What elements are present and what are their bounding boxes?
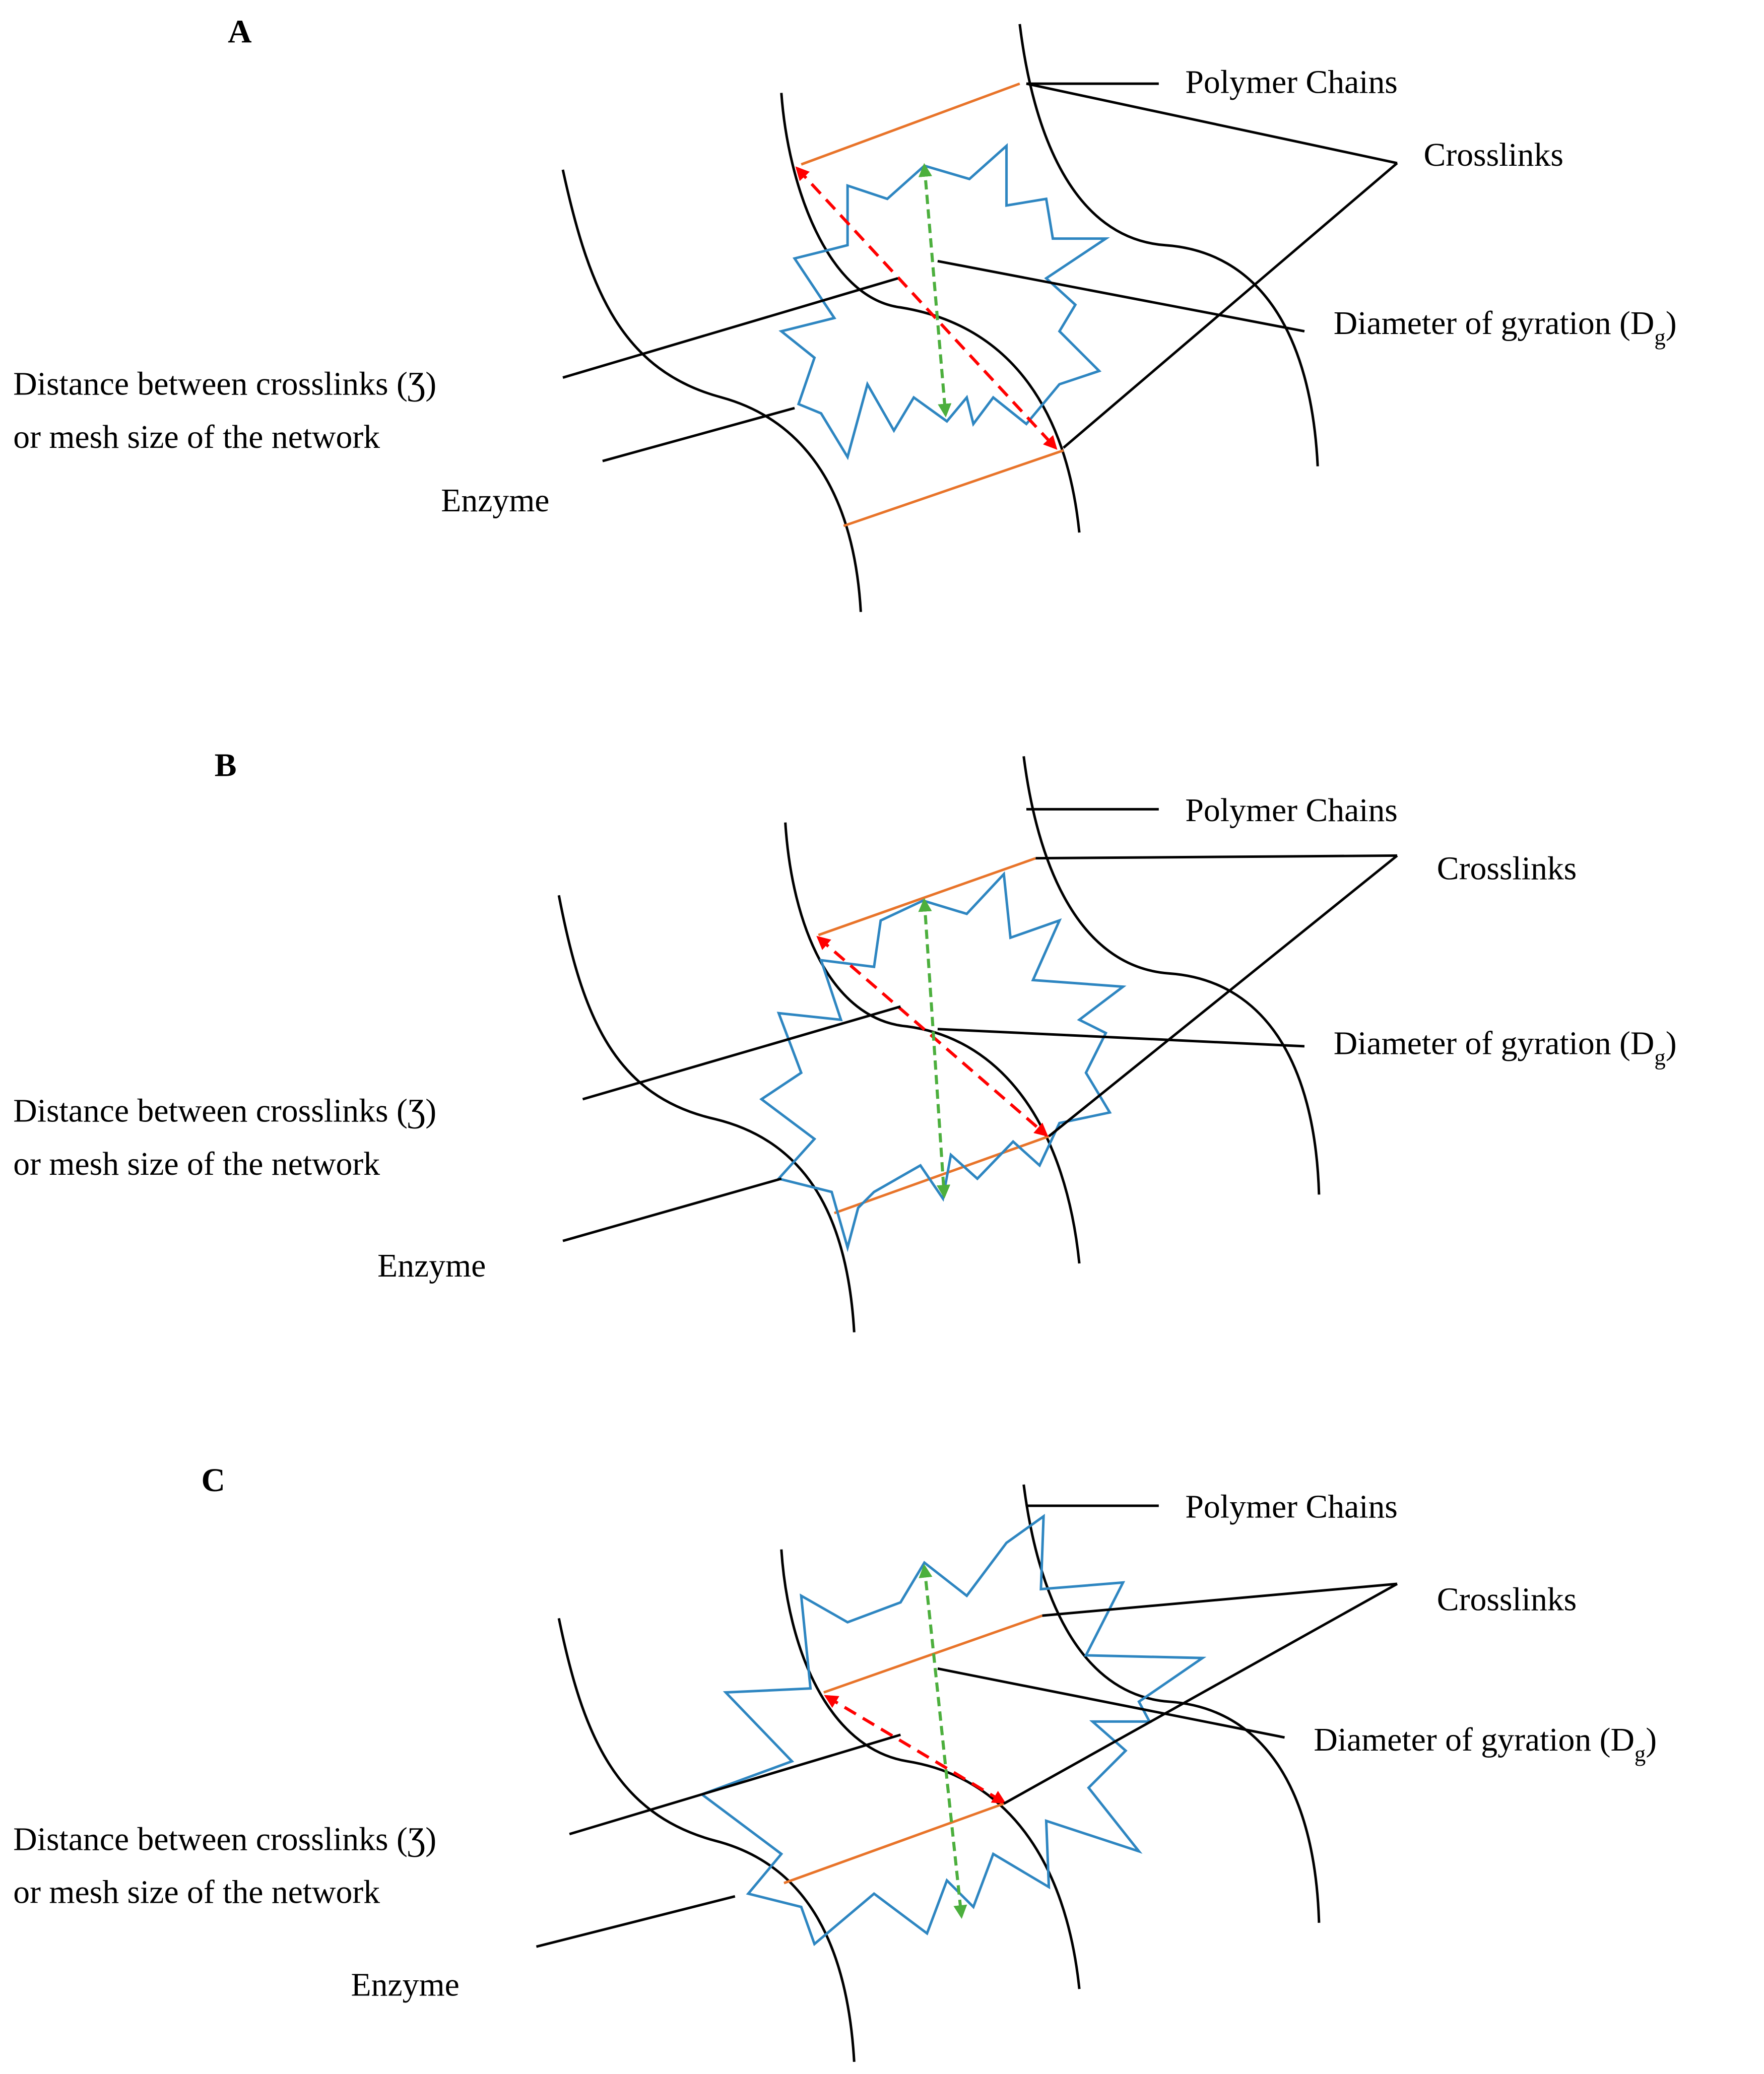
label-distance-line1: Distance between crosslinks (Ʒ) [13, 366, 436, 403]
polymer-chain-left [557, 895, 856, 1332]
panel-letter: C [202, 1462, 225, 1499]
crosslink-top [801, 82, 1020, 166]
crosslink-bottom [783, 1802, 1005, 1885]
label-diameter-subscript: g [1654, 324, 1665, 350]
label-diameter-main: Diameter of gyration (D [1314, 1721, 1635, 1758]
gyration-diameter-arrow [918, 163, 952, 418]
label-crosslinks: Crosslinks [1437, 1581, 1577, 1618]
label-diameter: Diameter of gyration (Dg) [1314, 1721, 1657, 1766]
leader-crosslink-top [1035, 854, 1397, 860]
polymer-chain-right [1022, 1484, 1321, 1923]
leader-enzyme [536, 1895, 736, 1948]
leader-crosslink-top [1026, 82, 1398, 165]
label-diameter-close: ) [1666, 1025, 1677, 1062]
label-diameter: Diameter of gyration (Dg) [1334, 305, 1677, 350]
label-diameter-close: ) [1646, 1721, 1657, 1758]
leader-distance [562, 277, 898, 379]
gyration-diameter-arrow [919, 1564, 967, 1919]
polymer-chain-middle [784, 822, 1081, 1264]
leader-crosslink-top [1042, 1582, 1398, 1617]
label-crosslinks: Crosslinks [1424, 137, 1563, 173]
label-crosslinks: Crosslinks [1437, 850, 1577, 887]
leader-lines [536, 1504, 1398, 1948]
label-polymer-chains: Polymer Chains [1185, 792, 1397, 829]
leader-diameter [937, 259, 1305, 333]
label-diameter-subscript: g [1635, 1741, 1646, 1766]
crosslink-bottom [843, 449, 1064, 527]
polymer-chains [557, 756, 1321, 1332]
leader-lines [562, 82, 1398, 462]
label-diameter-main: Diameter of gyration (D [1334, 305, 1655, 342]
leader-crosslink-bottom [1062, 162, 1398, 449]
panel-letter: A [228, 14, 251, 50]
label-distance-line1: Distance between crosslinks (Ʒ) [13, 1821, 436, 1857]
panel-b: B Polymer Chains Crosslinks Diameter of … [13, 747, 1677, 1332]
label-distance-line2: or mesh size of the network [13, 1874, 380, 1910]
label-diameter-main: Diameter of gyration (D [1334, 1025, 1655, 1062]
leader-lines [562, 808, 1398, 1242]
gyration-diameter-arrow [918, 898, 951, 1199]
label-enzyme: Enzyme [377, 1247, 486, 1284]
label-enzyme: Enzyme [351, 1966, 460, 2003]
leader-distance [569, 1733, 901, 1836]
panel-letter: B [215, 747, 237, 784]
leader-enzyme [602, 407, 795, 462]
polymer-chains [557, 1484, 1321, 2062]
label-diameter-close: ) [1666, 305, 1677, 342]
polymer-chain-right [1018, 24, 1319, 466]
label-polymer-chains: Polymer Chains [1185, 1489, 1397, 1525]
leader-crosslink-bottom [1003, 1582, 1398, 1805]
leader-distance [582, 1005, 901, 1101]
polymer-chain-left [561, 169, 862, 612]
label-polymer-chains: Polymer Chains [1185, 63, 1397, 100]
crosslinks [801, 82, 1064, 527]
leader-diameter [937, 1667, 1285, 1739]
crosslinks [783, 1614, 1043, 1885]
panel-c: C Polymer Chains Crosslinks Diameter of … [13, 1462, 1657, 2062]
leader-crosslink-bottom [1048, 854, 1398, 1138]
panel-a: A Polymer Chains Crosslinks Diameter of … [13, 14, 1677, 612]
crosslink-top [818, 857, 1036, 936]
enzyme-shape [778, 143, 1110, 460]
label-enzyme: Enzyme [441, 482, 549, 519]
polymer-chain-right [1022, 756, 1321, 1195]
mesh-size-arrow [824, 1695, 1006, 1804]
leader-enzyme [562, 1177, 782, 1242]
label-diameter: Diameter of gyration (Dg) [1334, 1025, 1677, 1070]
label-distance-line2: or mesh size of the network [13, 419, 380, 455]
leader-diameter [937, 1028, 1305, 1048]
label-distance-line1: Distance between crosslinks (Ʒ) [13, 1093, 436, 1129]
enzyme-shape [699, 1513, 1207, 1947]
label-diameter-subscript: g [1654, 1045, 1665, 1070]
label-distance-line2: or mesh size of the network [13, 1146, 380, 1182]
polymer-chain-left [557, 1618, 856, 2062]
